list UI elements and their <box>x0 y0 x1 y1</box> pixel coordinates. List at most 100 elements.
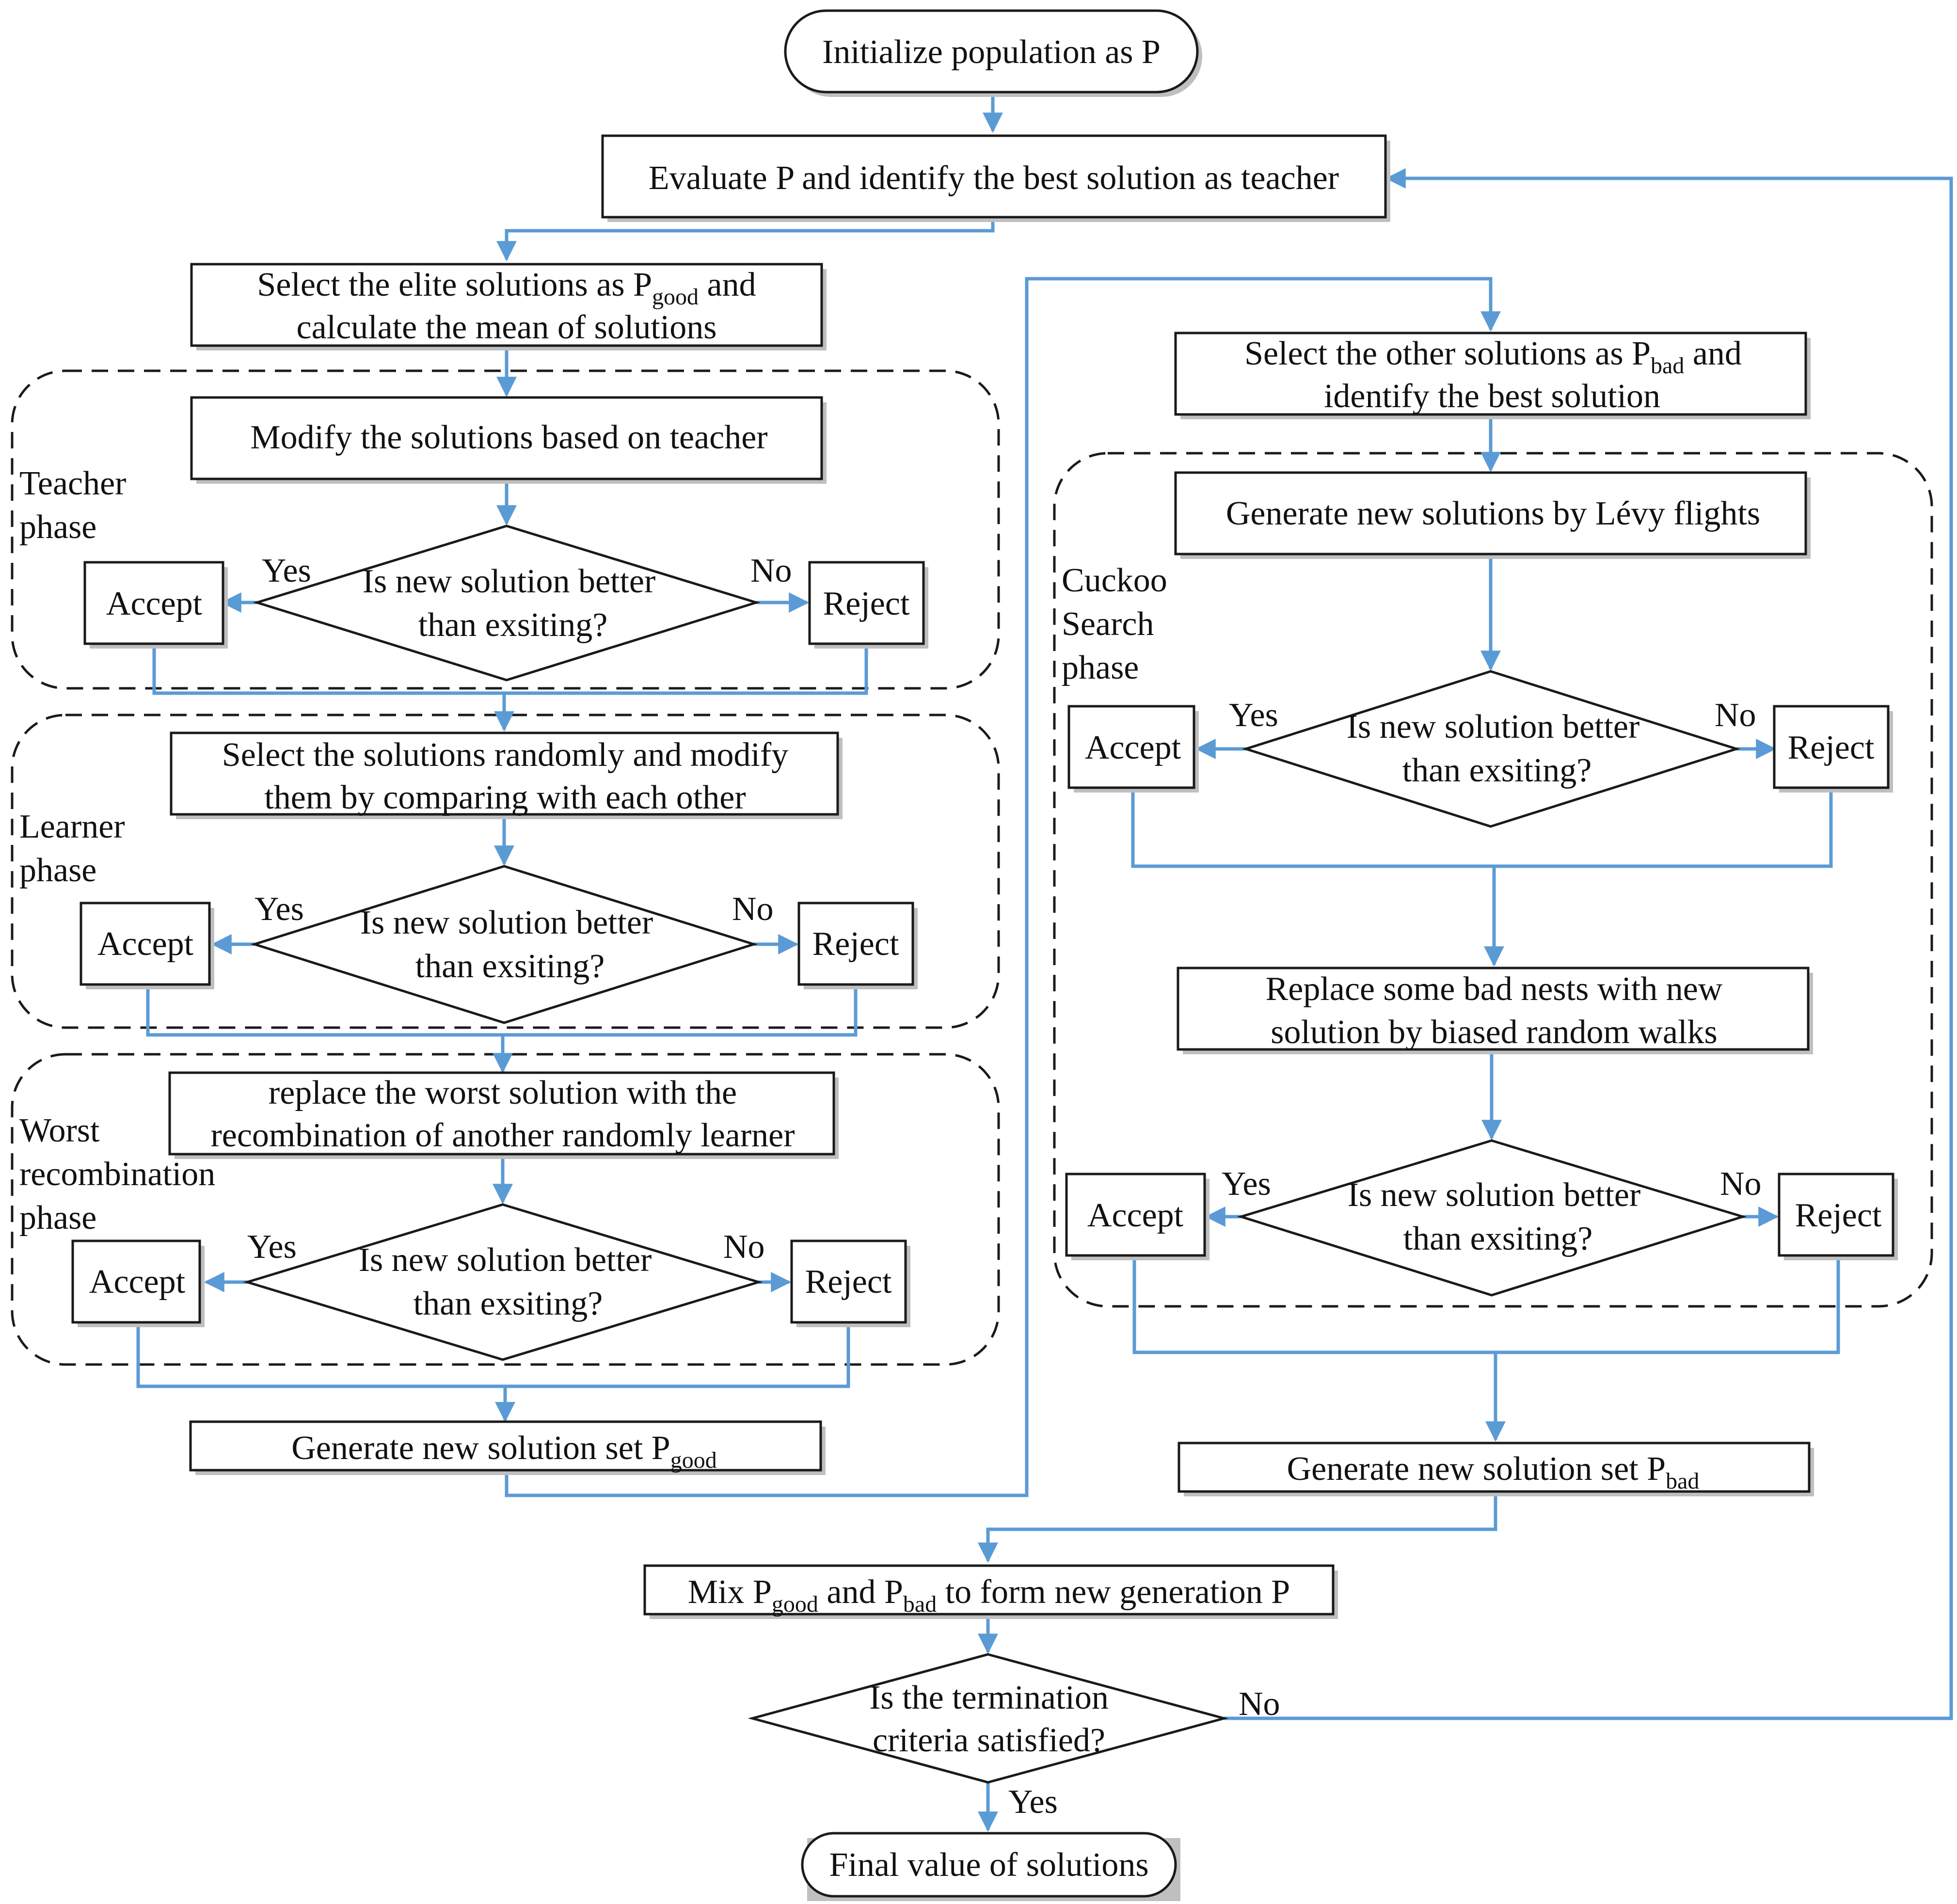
phase-teacher-line1: Teacher <box>19 465 126 502</box>
edge-worst-merge <box>136 1323 850 1388</box>
accept-cuckoo-1: Accept <box>1067 705 1199 793</box>
mix-sub1: good <box>772 1591 818 1617</box>
reject-cuckoo-1: Reject <box>1773 705 1893 793</box>
mix-pre: Mix P <box>688 1573 772 1611</box>
decision-cuckoo-2-line1: Is new solution better <box>1348 1176 1641 1214</box>
reject-cuckoo-1-text: Reject <box>1788 729 1875 766</box>
node-learner-select-line2: them by comparing with each other <box>264 779 746 816</box>
cuckoo-search-phase-container <box>1053 452 1933 1308</box>
mix-post: to form new generation P <box>937 1573 1290 1611</box>
node-mix: Mix Pgood and Pbad to form new generatio… <box>643 1564 1338 1619</box>
node-evaluate: Evaluate P and identify the best solutio… <box>601 134 1390 222</box>
phase-cuckoo-line1: Cuckoo <box>1062 562 1167 599</box>
reject-teacher: Reject <box>808 561 928 649</box>
decision-cuckoo-2: Is new solution better than exsiting? <box>1237 1139 1747 1297</box>
node-worst-replace-line2: recombination of another randomly learne… <box>210 1117 795 1154</box>
mix-sub2: bad <box>903 1591 937 1617</box>
node-learner-select: Select the solutions randomly and modify… <box>170 731 843 819</box>
phase-learner-line2: phase <box>19 852 96 889</box>
edge-cuckoo-merge2 <box>1132 1258 1840 1354</box>
select-good-pre: Select the elite solutions as P <box>257 266 652 303</box>
phase-label-cuckoo: Cuckoo Search phase <box>1062 562 1167 686</box>
node-select-good-line1: Select the elite solutions as Pgood and <box>257 266 756 310</box>
edge-cuckoo-merge1 <box>1131 790 1833 868</box>
reject-cuckoo-2-text: Reject <box>1795 1197 1882 1234</box>
yes-termination: Yes <box>1008 1783 1058 1821</box>
yes-worst: Yes <box>247 1228 297 1266</box>
accept-teacher-text: Accept <box>106 585 203 622</box>
edge-evaluate-select-good <box>496 219 995 262</box>
decision-cuckoo-2-line2: than exsiting? <box>1403 1220 1593 1257</box>
decision-learner-line2: than exsiting? <box>415 948 605 985</box>
node-learner-select-line1: Select the solutions randomly and modify <box>222 736 788 774</box>
node-select-bad-line2: identify the best solution <box>1324 378 1660 415</box>
node-biased-line2: solution by biased random walks <box>1271 1014 1718 1051</box>
no-termination: No <box>1239 1685 1280 1723</box>
worst-recombination-phase-container <box>11 1053 1000 1366</box>
decision-cuckoo-1-line2: than exsiting? <box>1402 752 1592 789</box>
decision-worst-line2: than exsiting? <box>414 1285 603 1322</box>
edge-gen-bad-mix <box>978 1491 1497 1563</box>
accept-cuckoo-1-text: Accept <box>1085 729 1181 766</box>
node-initialize: Initialize population as P <box>784 9 1202 97</box>
no-learner: No <box>732 890 774 928</box>
node-initialize-text: Initialize population as P <box>822 33 1161 71</box>
no-cuckoo-2: No <box>1720 1165 1762 1203</box>
reject-worst: Reject <box>790 1239 910 1327</box>
node-gen-bad: Generate new solution set Pbad <box>1177 1442 1814 1496</box>
gen-bad-sub: bad <box>1666 1468 1699 1494</box>
reject-learner: Reject <box>797 902 918 989</box>
accept-learner-text: Accept <box>97 925 194 963</box>
node-gen-good: Generate new solution set Pgood <box>189 1420 826 1475</box>
node-worst-replace-line1: replace the worst solution with the <box>269 1074 737 1111</box>
phase-learner-line1: Learner <box>19 808 125 845</box>
node-final-text: Final value of solutions <box>829 1846 1148 1884</box>
select-bad-sub: bad <box>1651 353 1684 379</box>
node-gen-good-text: Generate new solution set Pgood <box>291 1429 716 1473</box>
phase-worst-line1: Worst <box>19 1112 100 1149</box>
select-bad-post: and <box>1684 335 1742 372</box>
node-levy: Generate new solutions by Lévy flights <box>1174 471 1811 559</box>
yes-teacher: Yes <box>262 552 311 589</box>
edge-teacher-merge <box>152 645 868 695</box>
node-biased: Replace some bad nests with new solution… <box>1177 967 1813 1054</box>
edge-termination-loop <box>1224 168 1953 1720</box>
node-select-good-line2: calculate the mean of solutions <box>297 309 717 346</box>
decision-cuckoo-1: Is new solution better than exsiting? <box>1241 670 1741 828</box>
decision-teacher-line1: Is new solution better <box>363 563 656 600</box>
decision-teacher-line2: than exsiting? <box>418 606 608 644</box>
node-evaluate-text: Evaluate P and identify the best solutio… <box>649 159 1339 197</box>
select-good-post: and <box>699 266 756 303</box>
yes-cuckoo-2: Yes <box>1222 1165 1271 1203</box>
learner-phase-container <box>11 714 1000 1029</box>
phase-cuckoo-line2: Search <box>1062 605 1154 643</box>
node-worst-replace: replace the worst solution with the reco… <box>168 1071 839 1159</box>
decision-termination-line1: Is the termination <box>869 1679 1109 1716</box>
phase-cuckoo-line3: phase <box>1062 649 1139 686</box>
phase-teacher-line2: phase <box>19 508 96 546</box>
accept-learner: Accept <box>80 902 214 989</box>
accept-cuckoo-2: Accept <box>1065 1173 1209 1260</box>
accept-worst: Accept <box>71 1239 205 1327</box>
gen-bad-pre: Generate new solution set P <box>1287 1450 1666 1488</box>
node-levy-text: Generate new solutions by Lévy flights <box>1226 495 1760 532</box>
decision-termination: Is the termination criteria satisfied? <box>748 1653 1229 1784</box>
node-mix-text: Mix Pgood and Pbad to form new generatio… <box>688 1573 1290 1617</box>
reject-learner-text: Reject <box>812 925 899 963</box>
node-final: Final value of solutions <box>801 1832 1180 1901</box>
phase-label-learner: Learner phase <box>19 808 125 889</box>
node-gen-bad-text: Generate new solution set Pbad <box>1287 1450 1700 1494</box>
no-cuckoo-1: No <box>1715 697 1756 734</box>
node-select-bad: Select the other solutions as Pbad and i… <box>1174 332 1811 419</box>
phase-label-teacher: Teacher phase <box>19 465 126 546</box>
reject-teacher-text: Reject <box>823 585 910 622</box>
no-teacher: No <box>750 552 792 589</box>
reject-cuckoo-2: Reject <box>1778 1173 1898 1260</box>
reject-worst-text: Reject <box>805 1263 892 1301</box>
yes-learner: Yes <box>255 890 304 928</box>
node-modify-teacher: Modify the solutions based on teacher <box>190 396 827 484</box>
yes-cuckoo-1: Yes <box>1229 697 1278 734</box>
gen-good-sub: good <box>670 1447 717 1473</box>
mix-mid: and P <box>818 1573 903 1611</box>
decision-worst-line1: Is new solution better <box>359 1241 652 1279</box>
